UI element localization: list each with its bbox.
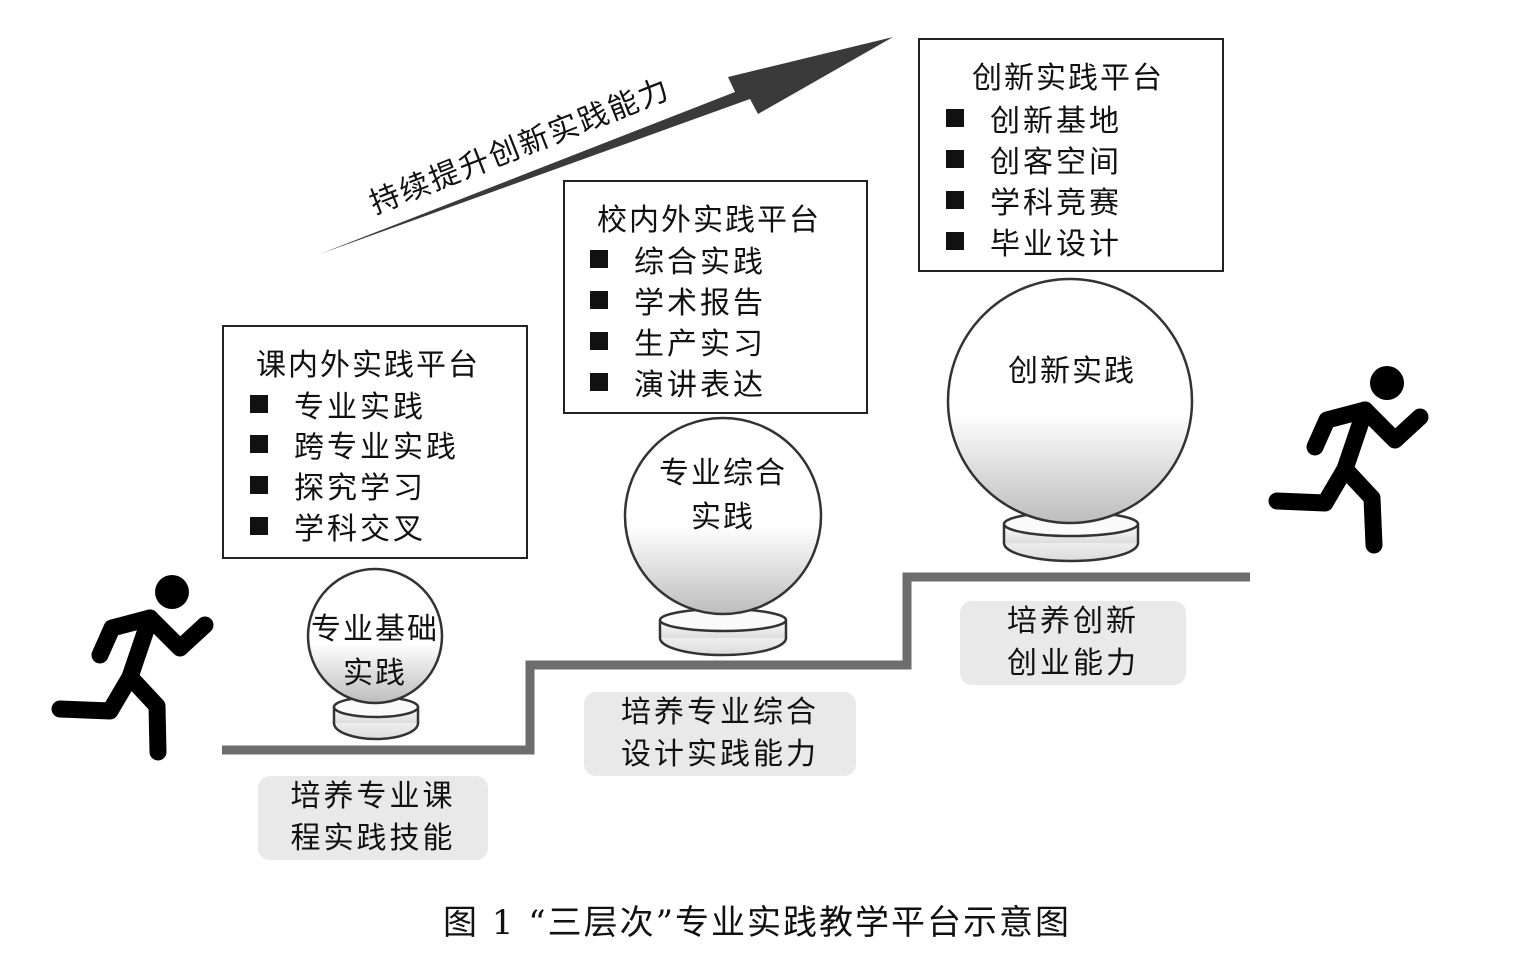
staircase-line <box>222 572 1250 755</box>
square-bullet-icon <box>946 109 964 127</box>
square-bullet-icon <box>946 191 964 209</box>
crystal-ball-icon <box>946 277 1194 563</box>
platform-item: 生产实习 <box>590 319 766 363</box>
crystal-ball-icon <box>306 567 444 741</box>
platform-item: 探究学习 <box>250 463 426 507</box>
running-person-icon <box>1268 366 1429 554</box>
platform-title: 校内外实践平台 <box>597 203 821 238</box>
square-bullet-icon <box>946 232 964 250</box>
platform-box-level-1 <box>222 325 528 559</box>
goal-label: 培养创新 创业能力 <box>960 601 1186 685</box>
platform-title: 创新实践平台 <box>972 61 1164 96</box>
platform-box-level-2 <box>563 180 868 414</box>
ball-label: 专业综合 实践 <box>659 456 787 535</box>
square-bullet-icon <box>250 517 268 535</box>
ball-label: 专业基础 实践 <box>311 612 439 691</box>
square-bullet-icon <box>590 250 608 268</box>
square-bullet-icon <box>250 435 268 453</box>
platform-item: 学科交叉 <box>250 504 426 548</box>
square-bullet-icon <box>590 332 608 350</box>
platform-item: 演讲表达 <box>590 360 766 404</box>
platform-item: 毕业设计 <box>946 219 1122 263</box>
square-bullet-icon <box>250 395 268 413</box>
ball-label: 创新实践 <box>1008 354 1136 389</box>
figure-caption: 图 1 “三层次”专业实践教学平台示意图 <box>442 903 1071 943</box>
square-bullet-icon <box>250 476 268 494</box>
platform-item: 创客空间 <box>946 137 1122 181</box>
platform-item: 综合实践 <box>590 237 766 281</box>
goal-label: 培养专业综合 设计实践能力 <box>584 692 856 776</box>
progress-arrow-icon <box>320 37 893 254</box>
square-bullet-icon <box>590 373 608 391</box>
platform-item: 创新基地 <box>946 96 1122 140</box>
goal-label: 培养专业课 程实践技能 <box>258 776 488 860</box>
platform-item: 学术报告 <box>590 278 766 322</box>
platform-item: 专业实践 <box>250 382 426 426</box>
platform-title: 课内外实践平台 <box>256 348 480 383</box>
square-bullet-icon <box>946 150 964 168</box>
running-person-icon <box>51 575 214 761</box>
crystal-ball-icon <box>623 416 823 657</box>
square-bullet-icon <box>590 291 608 309</box>
platform-box-level-3 <box>918 38 1224 272</box>
platform-item: 学科竞赛 <box>946 178 1122 222</box>
platform-item: 跨专业实践 <box>250 422 459 466</box>
